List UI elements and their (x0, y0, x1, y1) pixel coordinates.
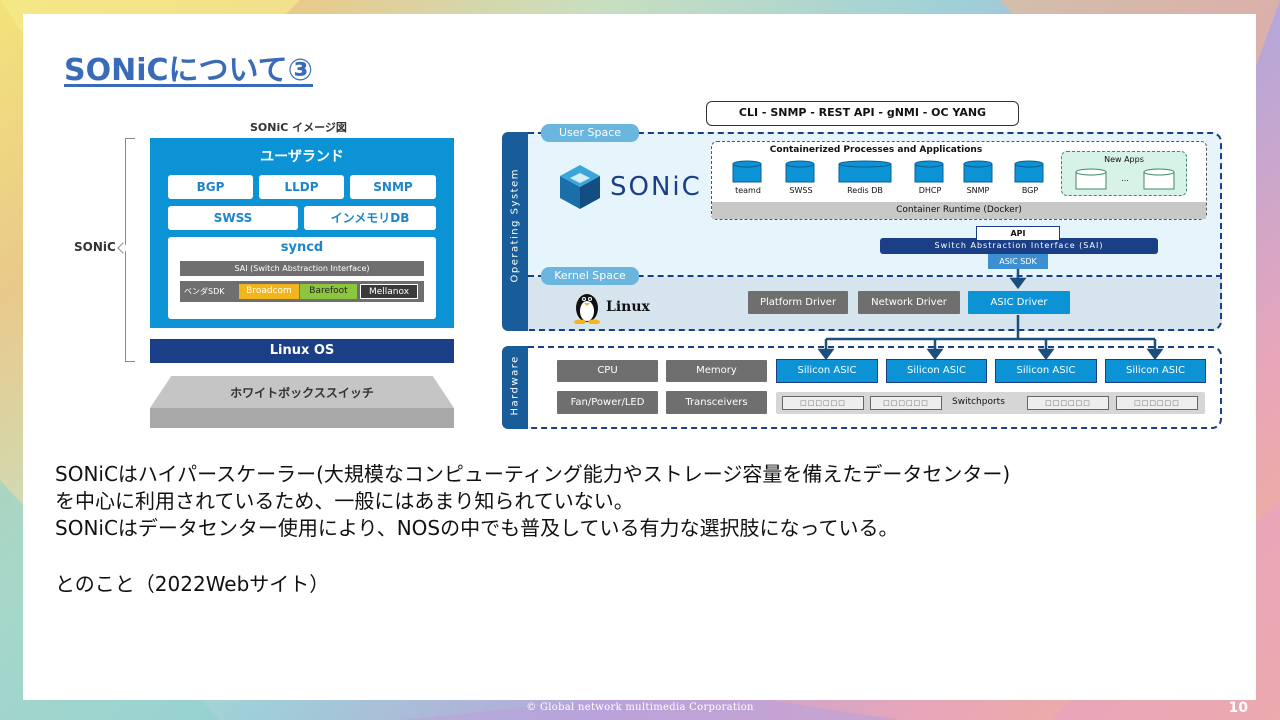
switchport-group-4: □□□□□□ (1116, 396, 1198, 410)
operating-system-label: Operating System (509, 168, 521, 283)
container-bgp: BGP (1021, 186, 1039, 195)
snmp-pill: SNMP (350, 175, 436, 199)
body-text: SONiCはハイパースケーラー(大規模なコンピューティング能力やストレージ容量を… (55, 461, 1235, 598)
silicon-asic-3: Silicon ASIC (995, 359, 1097, 383)
vendor-sdk-label: ベンダSDK (184, 287, 225, 296)
asic-driver-box: ASIC Driver (968, 291, 1070, 314)
switchport-group-3: □□□□□□ (1027, 396, 1109, 410)
syncd-box (168, 237, 436, 319)
sonic-side-label: SONiC (74, 240, 116, 254)
platform-driver-box: Platform Driver (748, 291, 848, 314)
container-swss: SWSS (789, 186, 813, 195)
hardware-label: Hardware (509, 355, 521, 416)
container-dhcp: DHCP (918, 186, 942, 195)
linux-os-bar: Linux OS (150, 339, 454, 363)
new-apps-ellipsis: ... (1121, 174, 1129, 183)
sai-interface-bar: Switch Abstraction Interface (SAI) (880, 238, 1158, 254)
container-snmp: SNMP (966, 186, 990, 195)
body-line-2: を中心に利用されているため、一般にはあまり知られていない。 (55, 489, 634, 513)
operating-system-sidebar: Operating System (502, 132, 528, 331)
swss-pill: SWSS (168, 206, 298, 230)
connector-arrows (817, 269, 1164, 361)
container-redis-db: Redis DB (847, 186, 883, 195)
cpu-box: CPU (557, 360, 658, 382)
sonic-logo-icon (560, 165, 600, 209)
fan-power-led-box: Fan/Power/LED (557, 391, 658, 414)
hardware-sidebar: Hardware (502, 346, 528, 429)
new-apps-cylinders (1075, 168, 1175, 190)
mellanox-chip: Mellanox (360, 284, 418, 299)
network-driver-box: Network Driver (858, 291, 960, 314)
containers-title: Containerized Processes and Applications (769, 145, 983, 155)
whitebox-switch-label: ホワイトボックススイッチ (230, 386, 374, 400)
asic-sdk-box: ASIC SDK (988, 254, 1048, 269)
page-number: 10 (1228, 700, 1248, 716)
whitebox-switch-base (150, 408, 454, 428)
management-api-bar: CLI - SNMP - REST API - gNMI - OC YANG (706, 101, 1019, 126)
body-gap (55, 542, 1235, 571)
sai-bar: SAI (Switch Abstraction Interface) (180, 261, 424, 276)
body-line-5: とのこと（2022Webサイト） (55, 572, 330, 596)
memory-box: Memory (666, 360, 767, 382)
syncd-label: syncd (280, 240, 324, 255)
container-runtime-bar: Container Runtime (Docker) (712, 202, 1206, 219)
broadcom-chip: Broadcom (239, 284, 299, 299)
sonic-logo-text: SONiC (610, 172, 702, 202)
switchport-group-2: □□□□□□ (870, 396, 942, 410)
tux-icon (574, 294, 600, 324)
silicon-asic-2: Silicon ASIC (886, 359, 987, 383)
transceivers-box: Transceivers (666, 391, 767, 414)
switchports-label: Switchports (952, 397, 1005, 407)
body-line-3: SONiCはデータセンター使用により、NOSの中でも普及している有力な選択肢にな… (55, 516, 899, 540)
linux-label: Linux (606, 299, 650, 315)
userland-label: ユーザランド (260, 149, 344, 165)
image-caption: SONiC イメージ図 (250, 121, 347, 134)
bgp-pill: BGP (168, 175, 253, 199)
barefoot-chip: Barefoot (300, 284, 357, 299)
api-box: API (976, 226, 1060, 241)
silicon-asic-1: Silicon ASIC (776, 359, 878, 383)
whitebox-switch-top (150, 376, 454, 408)
footer-copyright: © Global network multimedia Corporation (526, 702, 754, 713)
body-line-1: SONiCはハイパースケーラー(大規模なコンピューティング能力やストレージ容量を… (55, 462, 1011, 486)
lldp-pill: LLDP (259, 175, 344, 199)
silicon-asic-4: Silicon ASIC (1105, 359, 1206, 383)
new-apps-label: New Apps (1104, 155, 1144, 164)
slide-title: SONiCについて③ (64, 53, 314, 88)
container-cylinders (732, 160, 1044, 183)
container-teamd: teamd (735, 186, 761, 195)
user-space-tag: User Space (541, 124, 639, 142)
switchport-group-1: □□□□□□ (782, 396, 864, 410)
in-memory-db-pill: インメモリDB (304, 206, 436, 230)
kernel-space-tag: Kernel Space (541, 267, 639, 285)
